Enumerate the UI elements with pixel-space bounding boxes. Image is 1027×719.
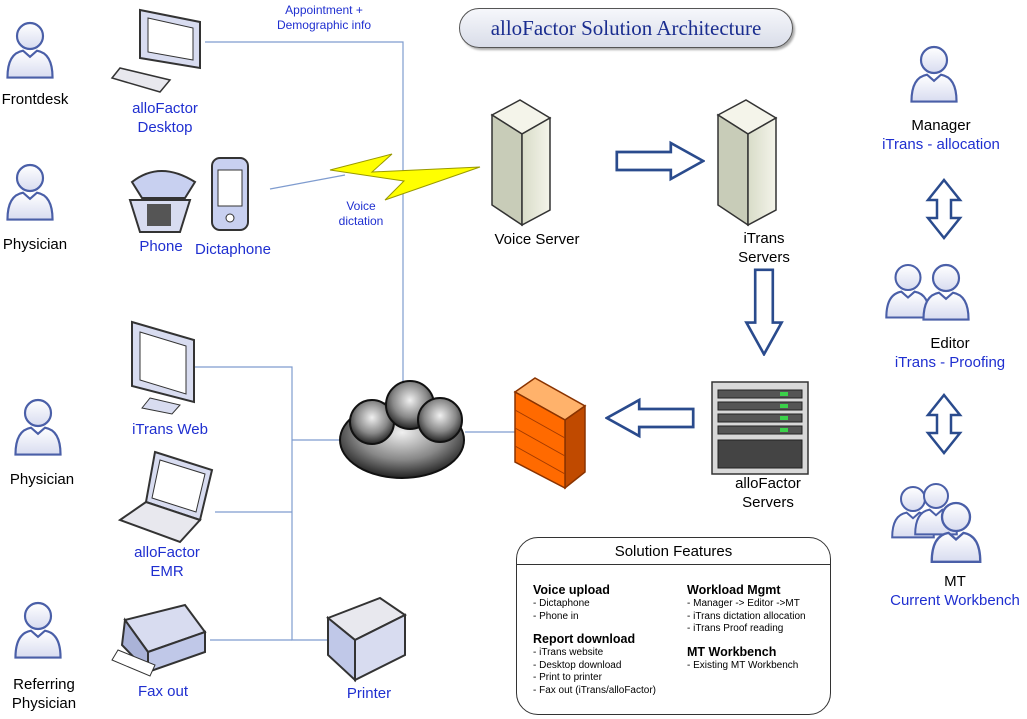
feature-item: - Print to printer [533, 672, 602, 684]
referring-label-line2: Physician [11, 695, 77, 712]
fax-out-label: Fax out [137, 683, 189, 700]
physician-top-person-icon [6, 163, 54, 222]
internet-cloud-icon [339, 380, 465, 479]
lightning-bolt-icon [329, 153, 481, 201]
connection-lines [185, 41, 515, 641]
feature-item: - Manager -> Editor ->MT [687, 598, 800, 609]
features-title: Solution Features [614, 543, 733, 560]
solution-features-box: Solution Features Voice upload - Dictaph… [516, 537, 831, 715]
features-column-left: Voice upload - Dictaphone - Phone in Rep… [533, 582, 656, 698]
appointment-label-line1: Appointment + [285, 3, 363, 17]
dictaphone-icon [211, 157, 249, 231]
referring-label-line1: Referring [13, 676, 75, 693]
fax-machine-icon [111, 603, 207, 677]
voice-dictation-label-line2: dictation [338, 214, 384, 228]
manager-person-icon [910, 45, 958, 104]
feature-item: - Dictaphone [533, 598, 590, 609]
feature-heading: MT Workbench [687, 644, 777, 659]
feature-item: - iTrans dictation allocation [687, 610, 806, 622]
voice-server-icon [490, 99, 552, 227]
mt-label: MT [944, 573, 966, 590]
phone-label: Phone [139, 238, 183, 255]
feature-item: - Desktop download [533, 659, 622, 671]
feature-item: - iTrans Proof reading [687, 623, 784, 635]
itrans-web-monitor-icon [131, 320, 195, 415]
manager-role-label: iTrans - allocation [882, 136, 1000, 153]
physician-mid-person-icon [14, 398, 62, 457]
manager-label: Manager [911, 117, 971, 134]
appointment-label-line2: Demographic info [276, 18, 372, 32]
desktop-label-line1: alloFactor [132, 100, 198, 117]
diagram-title: alloFactor Solution Architecture [490, 16, 762, 40]
allofactor-servers-label-line2: Servers [742, 494, 794, 511]
features-divider [517, 564, 830, 565]
allofactor-rack-server-icon [711, 381, 809, 475]
voice-to-itrans-arrow [615, 141, 705, 181]
feature-heading: Report download [533, 632, 636, 647]
frontdesk-label: Frontdesk [1, 91, 69, 108]
mt-role-label: Current Workbench [890, 592, 1020, 609]
frontdesk-person-icon [6, 21, 54, 80]
editor-role-label: iTrans - Proofing [894, 354, 1006, 371]
physician-top-label: Physician [2, 236, 68, 253]
voice-server-label: Voice Server [494, 231, 580, 248]
voice-dictation-label-line1: Voice [346, 199, 376, 213]
feature-item: - Phone in [533, 610, 579, 622]
manager-editor-double-arrow [925, 177, 963, 241]
printer-icon [326, 596, 407, 683]
feature-item: - iTrans website [533, 647, 604, 659]
features-column-right: Workload Mgmt - Manager -> Editor ->MT -… [687, 582, 806, 672]
allofactor-to-firewall-arrow [605, 398, 695, 438]
printer-label: Printer [346, 685, 392, 702]
allofactor-servers-label-line1: alloFactor [735, 475, 801, 492]
itrans-to-allofactor-arrow [744, 268, 784, 356]
itrans-server-icon [716, 99, 778, 227]
feature-heading: Workload Mgmt [687, 583, 781, 597]
emr-laptop-icon [117, 450, 214, 544]
dictaphone-label: Dictaphone [195, 241, 271, 258]
feature-item: - Existing MT Workbench [687, 659, 799, 671]
mt-persons-icon [890, 482, 982, 564]
editor-label: Editor [930, 335, 970, 352]
feature-heading: Voice upload [533, 583, 610, 597]
firewall-icon [513, 377, 587, 490]
itrans-servers-label-line2: Servers [738, 249, 790, 266]
itrans-servers-label-line1: iTrans [743, 230, 785, 247]
itrans-web-label: iTrans Web [132, 421, 208, 438]
physician-mid-label: Physician [9, 471, 75, 488]
emr-label-line2: EMR [150, 563, 184, 580]
desktop-label-line2: Desktop [137, 119, 193, 136]
editor-mt-double-arrow [925, 392, 963, 456]
diagram-title-box: alloFactor Solution Architecture [459, 8, 793, 48]
desktop-computer-icon [110, 8, 201, 93]
editor-persons-icon [884, 263, 970, 322]
feature-item: - Fax out (iTrans/alloFactor) [533, 684, 656, 696]
phone-icon [128, 170, 197, 233]
emr-label-line1: alloFactor [134, 544, 200, 561]
referring-physician-person-icon [14, 601, 62, 660]
